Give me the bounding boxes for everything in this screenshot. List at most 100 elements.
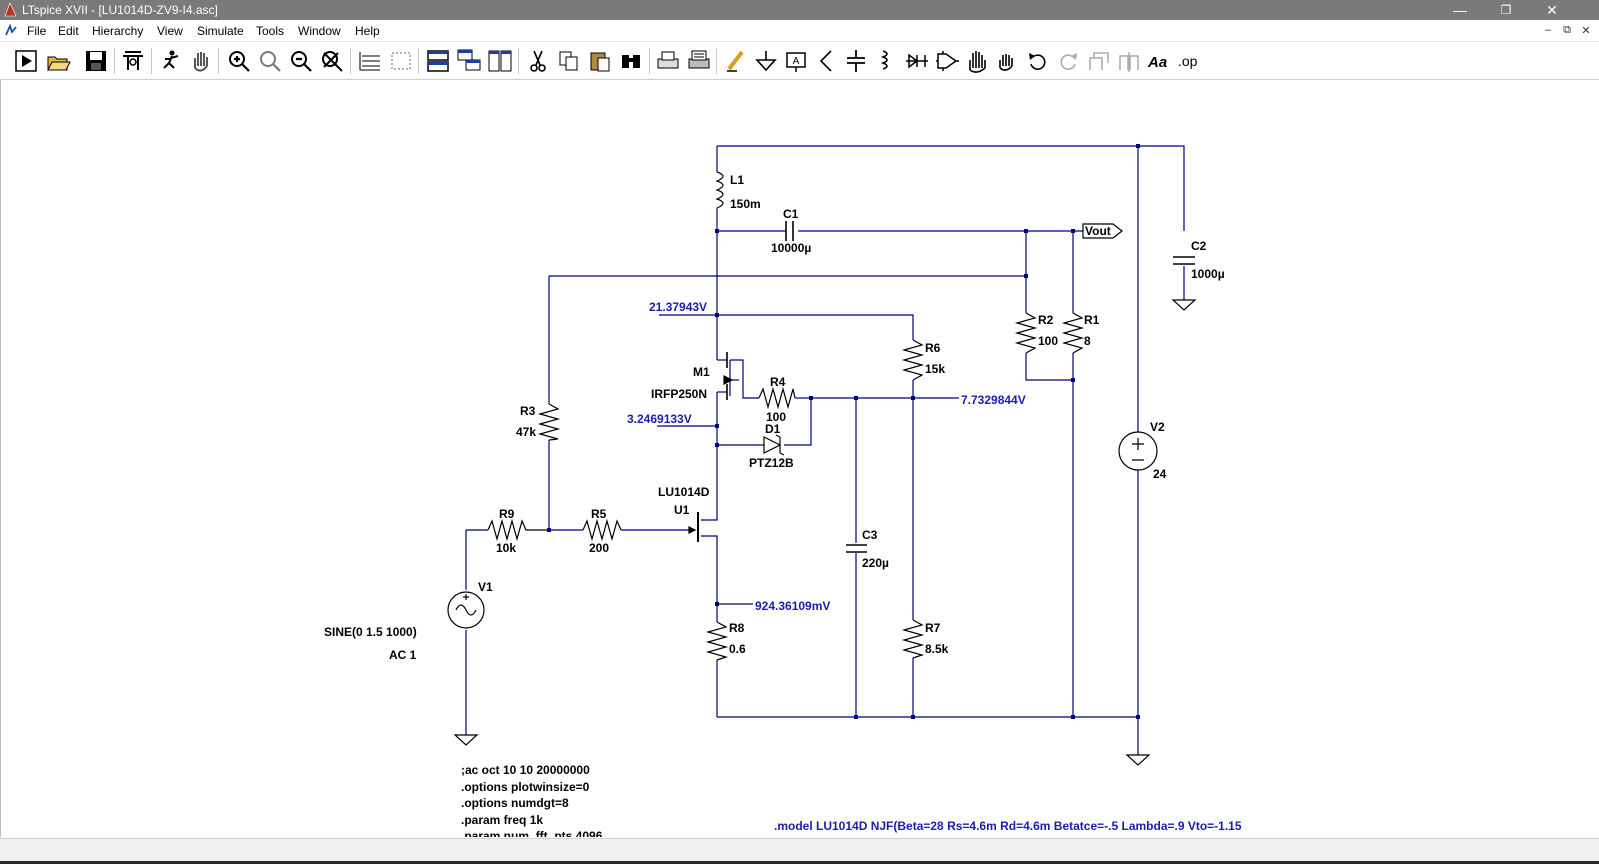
restore-button[interactable]: ❐ <box>1500 3 1512 17</box>
resistor-r9[interactable] <box>487 518 549 542</box>
resistor-r4[interactable] <box>758 386 796 410</box>
inductor-icon[interactable] <box>873 48 899 74</box>
directive-line[interactable]: ;ac oct 10 10 20000000 <box>461 763 590 777</box>
find-icon[interactable] <box>618 48 644 74</box>
inductor-l1[interactable] <box>715 171 724 209</box>
menu-window[interactable]: Window <box>298 24 341 38</box>
diode-icon[interactable] <box>904 48 930 74</box>
capacitor-icon[interactable] <box>843 48 869 74</box>
resistor-r5[interactable] <box>582 518 622 542</box>
resistor-r8[interactable] <box>705 621 729 661</box>
print-icon[interactable] <box>655 48 681 74</box>
tile-vertical-icon[interactable] <box>487 48 513 74</box>
capacitor-c3[interactable] <box>846 544 867 553</box>
resistor-r6[interactable] <box>901 339 925 381</box>
schematic-doc-icon[interactable] <box>3 23 19 39</box>
control-panel-icon[interactable] <box>120 48 146 74</box>
minimize-button[interactable]: — <box>1453 2 1467 18</box>
r3-value: 47k <box>516 425 536 439</box>
toolbar-separator <box>114 48 115 74</box>
schematic-drawing[interactable]: L1 150m C1 10000µ C2 1000µ R2 100 R1 8 R… <box>1 80 1599 837</box>
model-directive[interactable]: .model LU1014D NJF(Beta=28 Rs=4.6m Rd=4.… <box>774 819 1242 833</box>
mdi-restore-button[interactable]: ⧉ <box>1563 24 1571 36</box>
mdi-close-button[interactable]: ✕ <box>1581 25 1591 37</box>
mdi-minimize-button[interactable]: – <box>1544 24 1552 36</box>
ltspice-app-icon[interactable] <box>4 2 17 17</box>
r6-value: 15k <box>925 362 945 376</box>
ground-c2-icon[interactable] <box>1171 299 1197 311</box>
print-setup-icon[interactable] <box>686 48 712 74</box>
mirror-icon[interactable] <box>1116 48 1142 74</box>
pan-icon[interactable] <box>188 48 214 74</box>
l1-value: 150m <box>730 197 761 211</box>
component-icon[interactable] <box>934 48 960 74</box>
directive-line[interactable]: .param freq 1k <box>461 813 543 827</box>
menu-view[interactable]: View <box>157 24 183 38</box>
ground-v1-icon[interactable] <box>453 734 479 746</box>
copy-icon[interactable] <box>556 48 582 74</box>
net-label-vout[interactable] <box>1082 223 1123 239</box>
resistor-r3[interactable] <box>537 403 561 441</box>
zoom-in-icon[interactable] <box>226 48 252 74</box>
diode-d1[interactable] <box>763 434 785 456</box>
toolbar: A Aa .op <box>0 42 1599 80</box>
source-v2[interactable] <box>1118 431 1158 471</box>
c3-name: C3 <box>862 528 878 542</box>
draw-wire-icon[interactable] <box>723 48 749 74</box>
ground-main-icon[interactable] <box>1125 754 1151 766</box>
capacitor-c1[interactable] <box>785 221 794 241</box>
zoom-out-icon[interactable] <box>288 48 314 74</box>
cascade-icon[interactable] <box>456 48 482 74</box>
directive-line[interactable]: .options plotwinsize=0 <box>461 780 590 794</box>
spice-directives[interactable]: ;ac oct 10 10 20000000 .options plotwins… <box>461 763 603 837</box>
toolbar-separator <box>218 48 219 74</box>
v2-polarity <box>1132 438 1144 461</box>
spice-directive-icon[interactable]: .op <box>1177 48 1203 74</box>
redo-icon[interactable] <box>1055 48 1081 74</box>
run-icon[interactable] <box>13 48 39 74</box>
autorange-icon[interactable] <box>357 48 383 74</box>
r5-name: R5 <box>591 507 607 521</box>
text-icon[interactable]: Aa <box>1146 48 1172 74</box>
r3-name: R3 <box>520 404 536 418</box>
move-icon[interactable] <box>964 48 990 74</box>
resistor-icon[interactable] <box>813 48 839 74</box>
menu-simulate[interactable]: Simulate <box>197 24 244 38</box>
schematic-canvas[interactable]: L1 150m C1 10000µ C2 1000µ R2 100 R1 8 R… <box>0 80 1599 837</box>
resistor-r1[interactable] <box>1061 312 1085 354</box>
undo-icon[interactable] <box>1025 48 1051 74</box>
components[interactable] <box>447 171 1197 766</box>
drag-icon[interactable] <box>994 48 1020 74</box>
tile-horizontal-icon[interactable] <box>425 48 451 74</box>
r7-value: 8.5k <box>925 642 949 656</box>
ground-icon[interactable] <box>753 48 779 74</box>
zoom-fit-icon[interactable] <box>319 48 345 74</box>
zoom-rect-icon[interactable] <box>257 48 283 74</box>
menu-help[interactable]: Help <box>355 24 380 38</box>
save-icon[interactable] <box>83 48 109 74</box>
mark-unref-icon[interactable] <box>388 48 414 74</box>
menu-file[interactable]: File <box>27 24 47 38</box>
cut-icon[interactable] <box>525 48 551 74</box>
capacitor-c2[interactable] <box>1173 256 1195 265</box>
wires[interactable] <box>465 145 1185 755</box>
directive-line[interactable]: .options numdgt=8 <box>461 796 569 810</box>
sine-icon <box>455 604 477 616</box>
c3-value: 220µ <box>862 556 889 570</box>
close-button[interactable]: ✕ <box>1546 2 1558 18</box>
source-v1[interactable] <box>447 591 485 629</box>
directive-line[interactable]: .param num_fft_pts 4096 <box>461 829 603 837</box>
menu-tools[interactable]: Tools <box>256 24 285 38</box>
paste-icon[interactable] <box>587 48 613 74</box>
r9-name: R9 <box>499 507 515 521</box>
rotate-icon[interactable] <box>1086 48 1112 74</box>
resistor-r2[interactable] <box>1014 312 1038 354</box>
label-net-icon[interactable]: A <box>783 48 809 74</box>
halt-icon[interactable] <box>158 48 184 74</box>
menu-edit[interactable]: Edit <box>58 24 79 38</box>
open-icon[interactable] <box>45 48 71 74</box>
u1-name: U1 <box>674 503 690 517</box>
resistor-r7[interactable] <box>901 619 925 659</box>
menu-hierarchy[interactable]: Hierarchy <box>92 24 144 38</box>
junctions <box>547 144 1140 719</box>
